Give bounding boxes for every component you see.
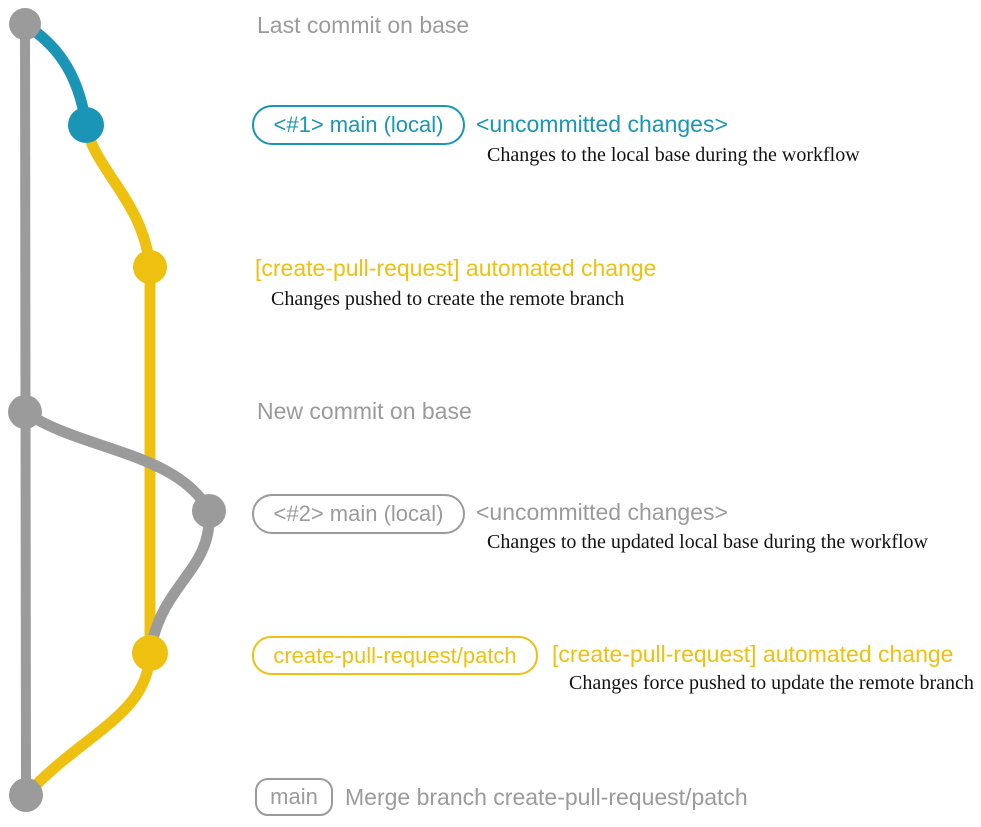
commit-dot-last-base (9, 8, 41, 40)
local2-to-patch-curve (145, 505, 215, 654)
commit-dot-uncommitted-2 (192, 494, 226, 528)
new-commit-heading: New commit on base (257, 398, 472, 424)
automated-1-title: [create-pull-request] automated change (255, 255, 657, 281)
commit-dot-automated-1 (133, 250, 167, 284)
commit-dot-merge (9, 778, 43, 812)
commit-graph (8, 8, 226, 812)
automated-1-subtitle: Changes pushed to create the remote bran… (271, 288, 625, 310)
commit-dot-uncommitted-1 (68, 107, 104, 143)
uncommitted-2-title: <uncommitted changes> (476, 499, 728, 525)
uncommitted-1-subtitle: Changes to the local base during the wor… (487, 144, 860, 166)
uncommitted-2-subtitle: Changes to the updated local base during… (487, 531, 928, 553)
automated-2-title: [create-pull-request] automated change (552, 641, 954, 667)
branch-badge-main-local-2: <#2> main (local) (252, 494, 465, 534)
commit-dot-new-base (8, 395, 42, 429)
automated-2-subtitle: Changes force pushed to update the remot… (569, 672, 974, 694)
last-commit-heading: Last commit on base (257, 12, 470, 38)
base-to-local2-curve (19, 406, 215, 517)
branch-badge-main-local-1: <#1> main (local) (252, 105, 465, 145)
remote-branch-curve-lower (20, 647, 156, 801)
remote-branch-curve-upper (80, 119, 156, 273)
branch-badge-patch: create-pull-request/patch (252, 636, 538, 675)
commit-dot-automated-2 (132, 635, 168, 671)
merge-title: Merge branch create-pull-request/patch (345, 784, 748, 810)
branch-badge-main: main (255, 778, 333, 816)
uncommitted-1-title: <uncommitted changes> (476, 111, 728, 137)
